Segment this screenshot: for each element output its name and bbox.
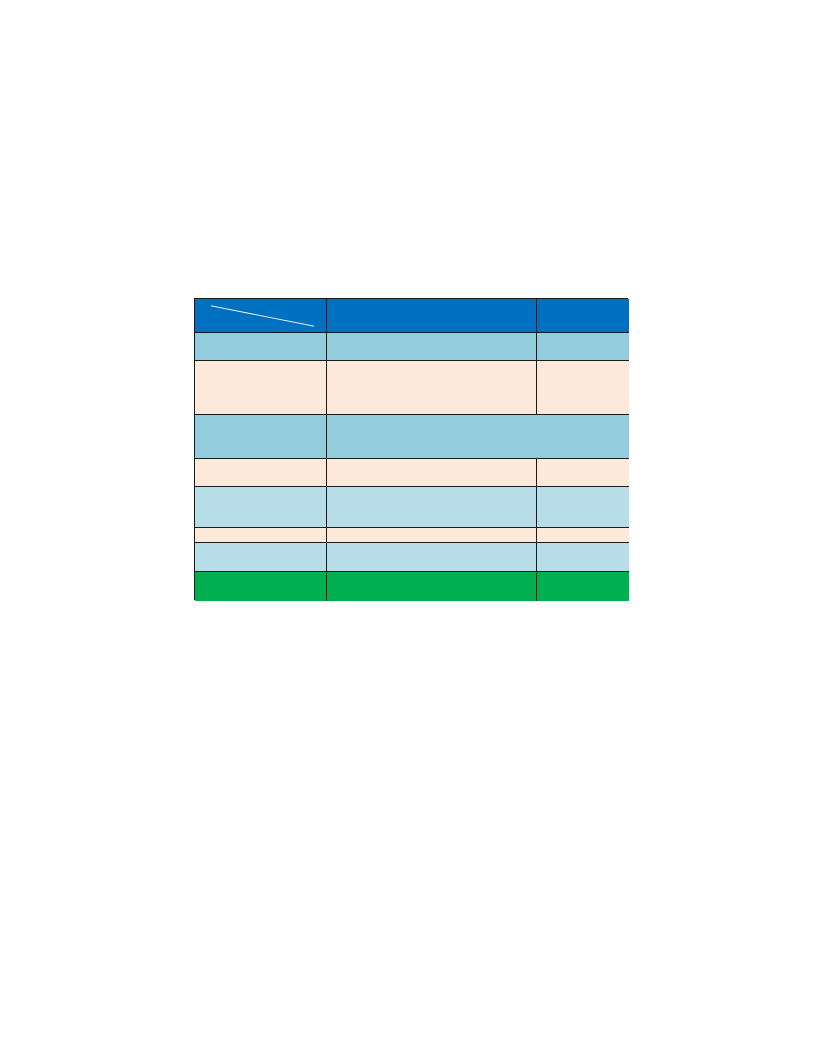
table-cell — [537, 361, 629, 415]
table-cell — [537, 543, 629, 572]
table-cell — [195, 333, 327, 361]
table-cell — [195, 415, 327, 459]
table-cell — [537, 333, 629, 361]
table-cell — [195, 459, 327, 487]
table-cell — [327, 459, 537, 487]
data-table — [194, 298, 629, 601]
table-cell — [327, 528, 537, 543]
header-cell — [327, 299, 537, 333]
table-cell — [537, 528, 629, 543]
table-cell — [537, 487, 629, 528]
table-cell — [327, 361, 537, 415]
diagonal-split-line — [210, 305, 315, 327]
table-cell — [327, 543, 537, 572]
table-cell — [537, 459, 629, 487]
header-corner-cell — [195, 299, 327, 333]
table-cell — [195, 528, 327, 543]
total-row-cell — [537, 572, 629, 601]
table-cell — [327, 487, 537, 528]
table-cell — [327, 333, 537, 361]
total-row-cell — [327, 572, 537, 601]
table-cell — [195, 487, 327, 528]
header-cell — [537, 299, 629, 333]
table-cell — [195, 543, 327, 572]
total-row-cell — [195, 572, 327, 601]
merged-cell — [327, 415, 629, 459]
table-cell — [195, 361, 327, 415]
